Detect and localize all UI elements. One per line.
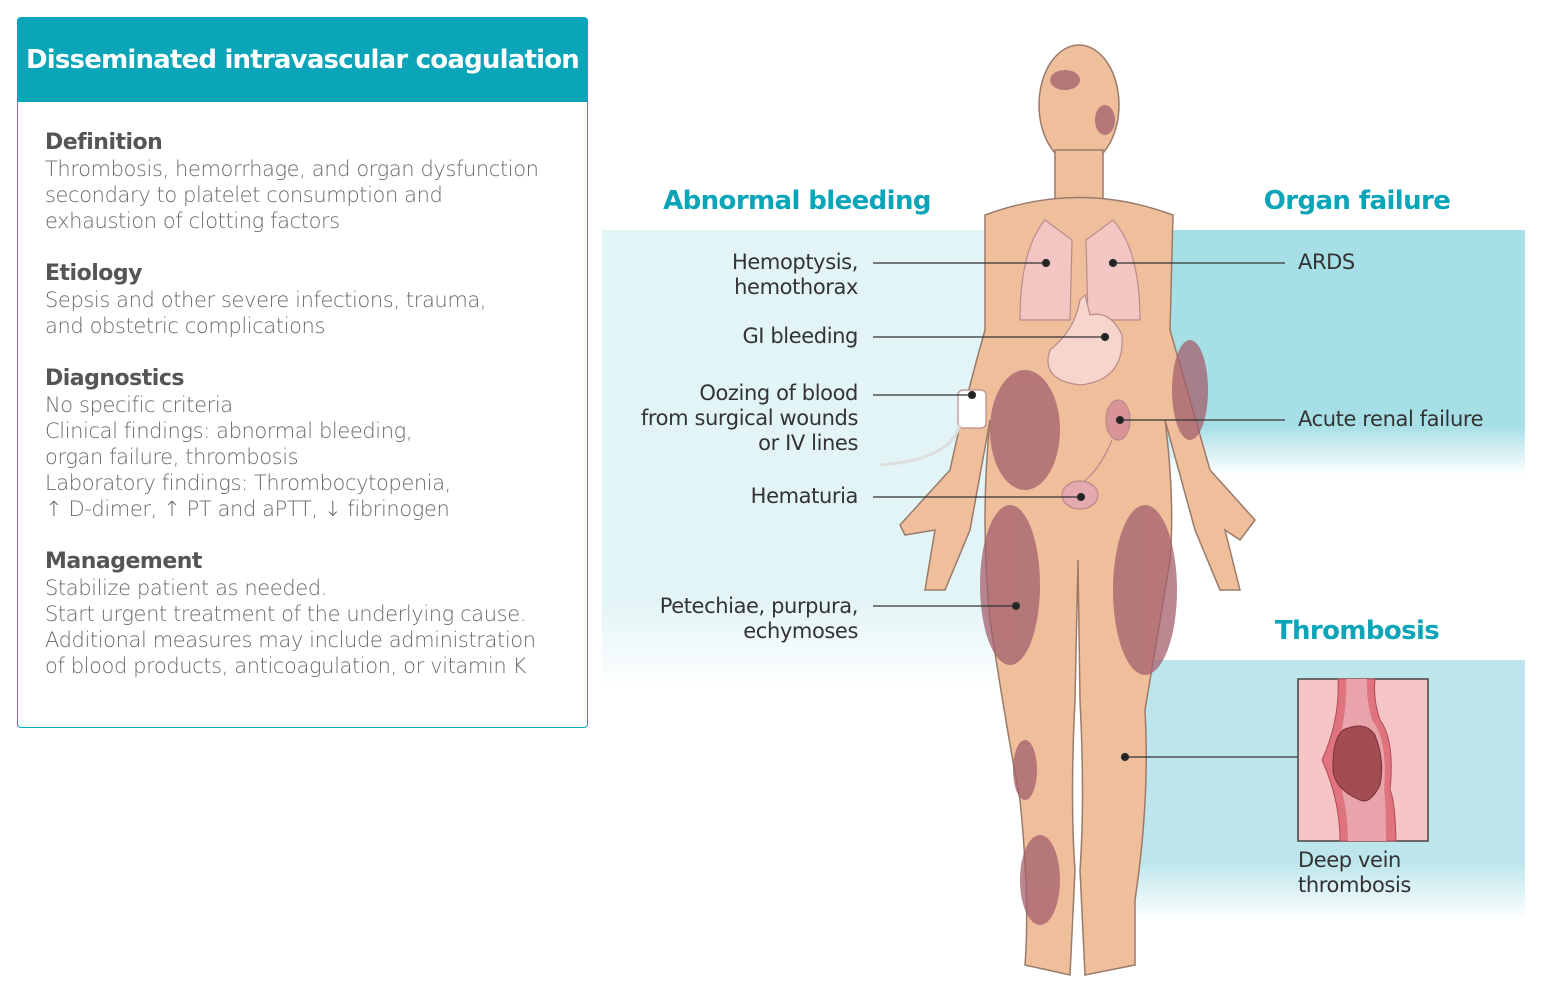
label-line: Oozing of blood (699, 381, 858, 405)
section-line: Sepsis and other severe infections, trau… (45, 288, 487, 312)
section-definition: Definition Thrombosis, hemorrhage, and o… (45, 130, 575, 234)
section-heading: Diagnostics (45, 366, 184, 391)
section-line: Start urgent treatment of the underlying… (45, 602, 527, 626)
section-line: organ failure, thrombosis (45, 445, 299, 469)
heading-thrombosis: Thrombosis (1274, 616, 1440, 646)
section-line: exhaustion of clotting factors (45, 209, 340, 233)
label-ards: ARDS (1298, 250, 1355, 274)
section-etiology: Etiology Sepsis and other severe infecti… (45, 261, 575, 339)
heading-abnormal-bleeding: Abnormal bleeding (663, 186, 931, 216)
label-line: Hematuria (750, 484, 859, 508)
section-heading: Definition (45, 130, 163, 155)
label-renal-failure: Acute renal failure (1298, 407, 1484, 431)
section-line: Stabilize patient as needed. (45, 576, 327, 600)
section-line: Thrombosis, hemorrhage, and organ dysfun… (45, 157, 539, 181)
section-line: Additional measures may include administ… (45, 628, 536, 652)
label-hematuria: Hematuria (750, 484, 859, 509)
heading-organ-failure: Organ failure (1263, 186, 1451, 216)
label-line: echymoses (743, 619, 858, 643)
label-dvt: Deep vein thrombosis (1298, 848, 1411, 898)
info-card: Disseminated intravascular coagulation D… (17, 17, 588, 728)
section-line: No specific criteria (45, 393, 233, 417)
label-gi-bleeding: GI bleeding (742, 324, 858, 349)
section-line: of blood products, anticoagulation, or v… (45, 654, 526, 678)
label-line: or IV lines (758, 431, 858, 455)
section-line: and obstetric complications (45, 314, 326, 338)
label-line: from surgical wounds (640, 406, 858, 430)
section-line: Laboratory findings: Thrombocytopenia, (45, 471, 451, 495)
card-title: Disseminated intravascular coagulation (18, 18, 587, 102)
section-line: Clinical findings: abnormal bleeding, (45, 419, 413, 443)
label-line: Hemoptysis, (732, 250, 858, 274)
dvt-inset (1297, 678, 1429, 842)
label-petechiae: Petechiae, purpura, echymoses (659, 594, 859, 644)
section-line: secondary to platelet consumption and (45, 183, 443, 207)
label-line: Deep vein (1298, 848, 1401, 872)
label-oozing: Oozing of blood from surgical wounds or … (641, 381, 858, 456)
section-line: ↑ D-dimer, ↑ PT and aPTT, ↓ fibrinogen (45, 497, 450, 521)
label-line: Petechiae, purpura, (659, 594, 859, 618)
label-hemoptysis: Hemoptysis, hemothorax (732, 250, 858, 300)
label-line: hemothorax (734, 275, 858, 299)
section-diagnostics: Diagnostics No specific criteria Clinica… (45, 366, 575, 522)
label-line: GI bleeding (742, 324, 858, 348)
label-line: thrombosis (1298, 873, 1411, 897)
section-heading: Management (45, 549, 202, 574)
section-heading: Etiology (45, 261, 142, 286)
section-management: Management Stabilize patient as needed. … (45, 549, 575, 679)
organ-panel (1150, 230, 1525, 475)
